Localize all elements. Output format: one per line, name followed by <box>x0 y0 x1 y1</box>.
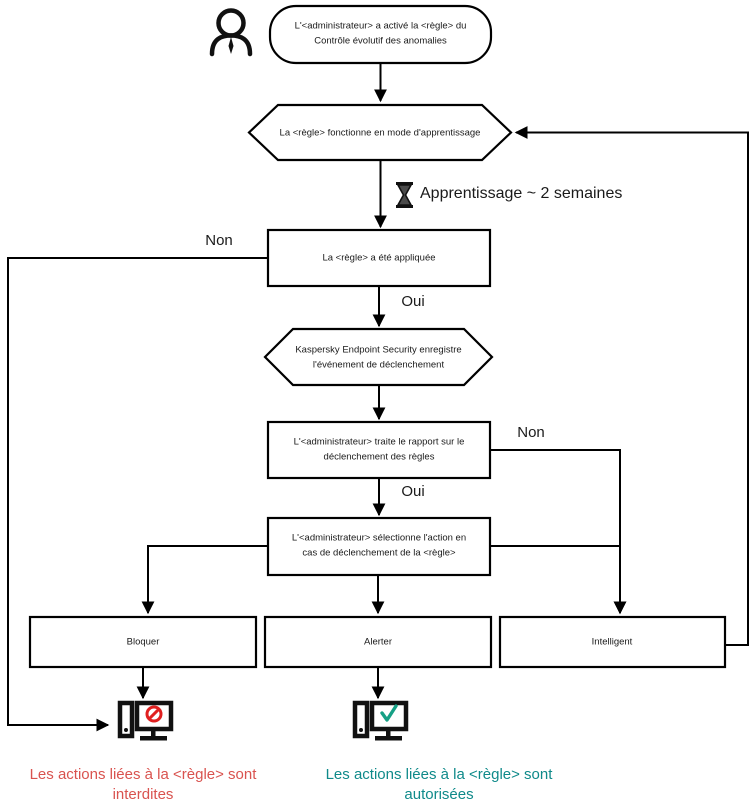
node-admin-handles-report-line-2: déclenchement des règles <box>324 452 435 463</box>
edge-applied-no-to-blocked <box>7 257 268 732</box>
node-start: L'<administrateur> a activé la <règle> d… <box>268 4 493 65</box>
edge-select-to-block <box>141 545 268 615</box>
prohibition-sign <box>145 705 163 723</box>
edge-select-to-smart <box>490 545 627 615</box>
outcome-allowed-line-1: Les actions liées à la <règle> sont <box>326 766 554 783</box>
annotation-learning-duration: Apprentissage ~ 2 semaines <box>396 182 622 208</box>
outcome-blocked-line-1: Les actions liées à la <règle> sont <box>30 766 258 783</box>
node-kes-logs-event-line-2: l'événement de déclenchement <box>313 360 445 371</box>
node-admin-selects-action: L'<administrateur> sélectionne l'action … <box>266 516 492 577</box>
outcome-blocked-line-2: interdites <box>113 786 174 803</box>
node-action-smart: Intelligent <box>498 615 727 669</box>
outcome-allowed-line-2: autorisées <box>404 786 473 803</box>
node-rule-applied: La <règle> a été appliquée <box>266 228 492 288</box>
node-action-alert-label: Alerter <box>364 637 392 648</box>
edge-label-applied-no: Non <box>205 232 233 249</box>
annotation-learning-duration-text: Apprentissage ~ 2 semaines <box>420 185 622 202</box>
node-action-alert: Alerter <box>263 615 493 669</box>
node-admin-selects-action-line-2: cas de déclenchement de la <règle> <box>302 548 456 559</box>
edge-smart-loopback-to-learning <box>514 126 749 646</box>
outcome-allowed-text: Les actions liées à la <règle> sont auto… <box>326 766 554 803</box>
node-admin-handles-report: L'<administrateur> traite le rapport sur… <box>266 420 492 480</box>
node-start-line-1: L'<administrateur> a activé la <règle> d… <box>295 21 467 32</box>
edge-report-no-to-smart <box>490 449 627 615</box>
hourglass-icon <box>396 182 413 208</box>
node-action-smart-label: Intelligent <box>592 637 633 648</box>
edge-label-report-yes: Oui <box>401 483 424 500</box>
node-admin-selects-action-line-1: L'<administrateur> sélectionne l'action … <box>292 533 466 544</box>
node-rule-applied-line-1: La <règle> a été appliquée <box>322 253 435 264</box>
node-start-line-2: Contrôle évolutif des anomalies <box>314 36 447 47</box>
edge-label-report-no: Non <box>517 424 545 441</box>
node-admin-handles-report-line-1: L'<administrateur> traite le rapport sur… <box>294 437 465 448</box>
person-icon <box>209 8 253 57</box>
node-kes-logs-event: Kaspersky Endpoint Security enregistre l… <box>263 327 494 387</box>
node-learning-mode: La <règle> fonctionne en mode d'apprenti… <box>247 103 513 162</box>
edge-label-applied-yes: Oui <box>401 293 424 310</box>
monitor-blocked-icon <box>117 700 174 741</box>
node-action-block-label: Bloquer <box>127 637 160 648</box>
outcome-blocked-text: Les actions liées à la <règle> sont inte… <box>30 766 258 803</box>
node-learning-mode-line-1: La <règle> fonctionne en mode d'apprenti… <box>280 128 481 139</box>
check-mark <box>380 704 398 722</box>
node-kes-logs-event-line-1: Kaspersky Endpoint Security enregistre <box>295 345 461 356</box>
node-action-block: Bloquer <box>28 615 258 669</box>
monitor-allowed-icon <box>352 700 409 741</box>
